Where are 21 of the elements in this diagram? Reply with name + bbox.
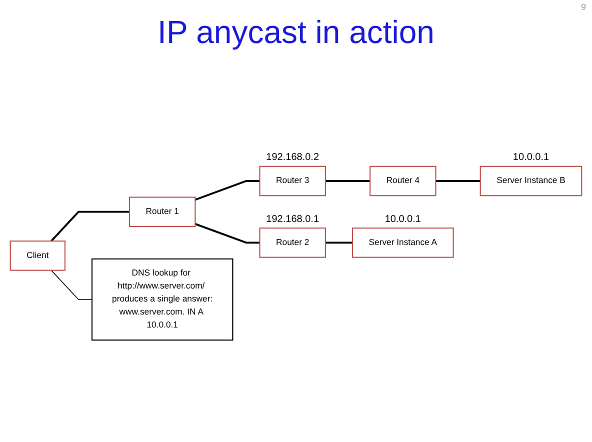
node-box: Router 1 [128,196,196,227]
connector [325,242,352,244]
ip-address-label: 192.168.0.1 [266,214,319,226]
connector [325,180,370,182]
node-box: Router 3 [259,166,326,196]
node-box: Server Instance B [480,166,582,196]
connector [50,210,130,242]
ip-address-label: 10.0.0.1 [512,152,550,164]
node-box: Router 4 [370,166,436,196]
slide-number: 9 [580,2,586,12]
connector [194,180,260,200]
ip-address-label: 10.0.0.1 [384,214,421,226]
node-box: Server Instance A [352,227,454,258]
connector [50,270,92,300]
node-box: Client [10,240,66,271]
slide-title: IP anycast in action [156,14,436,51]
connector [436,180,480,182]
node-box: DNS lookup for http://www.server.com/ produces a single answer: www.server.com. IN A 10.0.0.1 [91,258,234,340]
node-box: Router 2 [259,227,326,258]
ip-address-label: 192.168.0.2 [266,152,319,164]
connector [194,222,260,244]
